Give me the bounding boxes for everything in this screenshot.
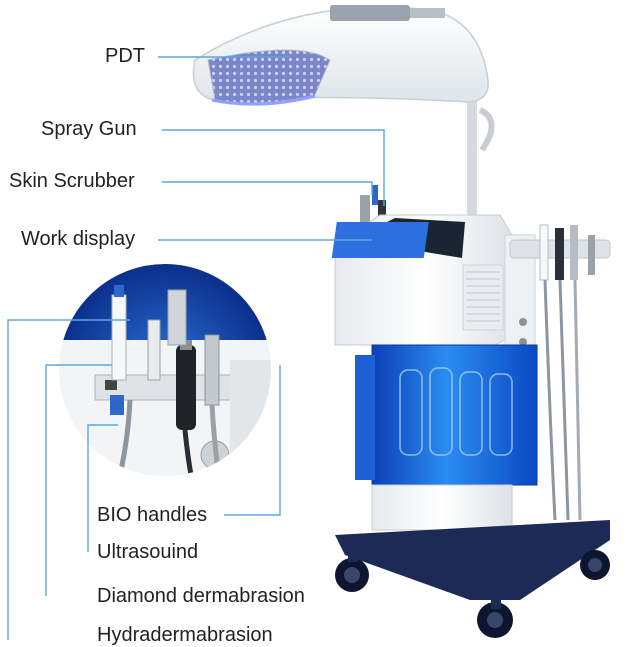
callout-lines <box>7 56 385 640</box>
handles-zoom-circle <box>57 262 273 478</box>
label-skin-scrubber: Skin Scrubber <box>9 170 135 192</box>
pdt-lamp <box>192 5 495 230</box>
label-diamond-dermabrasion: Diamond dermabrasion <box>97 585 305 607</box>
base-with-wheels <box>335 520 610 638</box>
label-spray-gun: Spray Gun <box>41 118 137 140</box>
label-hydradermabrasion: Hydradermabrasion <box>97 624 273 646</box>
label-ultrasound: Ultrasouind <box>97 541 199 563</box>
label-work-display: Work display <box>21 228 136 250</box>
label-bio-handles: BIO handles <box>97 504 208 526</box>
label-pdt: PDT <box>105 45 145 67</box>
water-tank <box>355 344 538 531</box>
top-holders <box>360 185 386 225</box>
work-display-unit <box>331 214 536 361</box>
side-handles <box>509 224 611 521</box>
